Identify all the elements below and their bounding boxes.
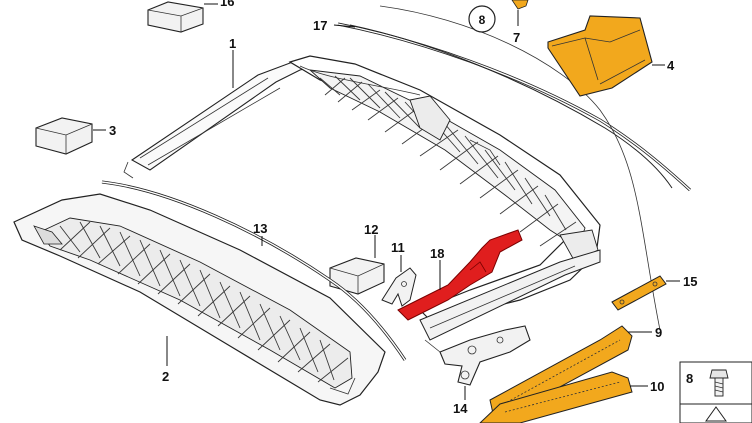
label-part-8: 8 — [479, 13, 486, 27]
part-16-box-icon — [147, 1, 204, 33]
label-part-1: 1 — [229, 36, 236, 51]
screw-icon — [709, 369, 729, 397]
label-part-14: 14 — [453, 401, 468, 416]
label-part-9: 9 — [655, 325, 662, 340]
warning-triangle-icon — [705, 406, 727, 422]
part-2-rear-panel — [13, 193, 386, 406]
label-part-16: 16 — [220, 0, 234, 9]
label-part-13: 13 — [253, 221, 267, 236]
cable-line — [379, 5, 661, 331]
label-part-15: 15 — [683, 274, 697, 289]
side-rail — [419, 249, 601, 341]
part-4-orange-cover — [547, 15, 653, 97]
part-10-orange-trim — [479, 371, 633, 423]
part-15-orange-strip — [611, 275, 667, 311]
label-part-7: 7 — [513, 30, 520, 45]
part-12-box-icon — [329, 257, 385, 295]
label-part-18: 18 — [430, 246, 444, 261]
part-14-hinge — [424, 325, 531, 386]
part-1-frame-bow — [123, 59, 331, 179]
inset-warning-label — [679, 403, 752, 423]
part-3-box-icon — [35, 117, 93, 155]
label-part-2: 2 — [162, 369, 169, 384]
label-part-12: 12 — [364, 222, 378, 237]
label-part-17: 17 — [313, 18, 327, 33]
part-18-red-bracket — [397, 229, 523, 321]
part-17-seal — [337, 22, 692, 192]
part-7-clip — [511, 0, 529, 10]
label-part-8-inset: 8 — [686, 371, 693, 386]
label-part-4: 4 — [667, 58, 675, 73]
part-8-circle — [468, 5, 496, 33]
label-part-10: 10 — [650, 379, 664, 394]
label-part-3: 3 — [109, 123, 116, 138]
label-part-11: 11 — [391, 240, 405, 255]
leader-17 — [333, 24, 356, 28]
part-13-seal — [101, 180, 407, 361]
part-11-bracket — [381, 267, 417, 307]
